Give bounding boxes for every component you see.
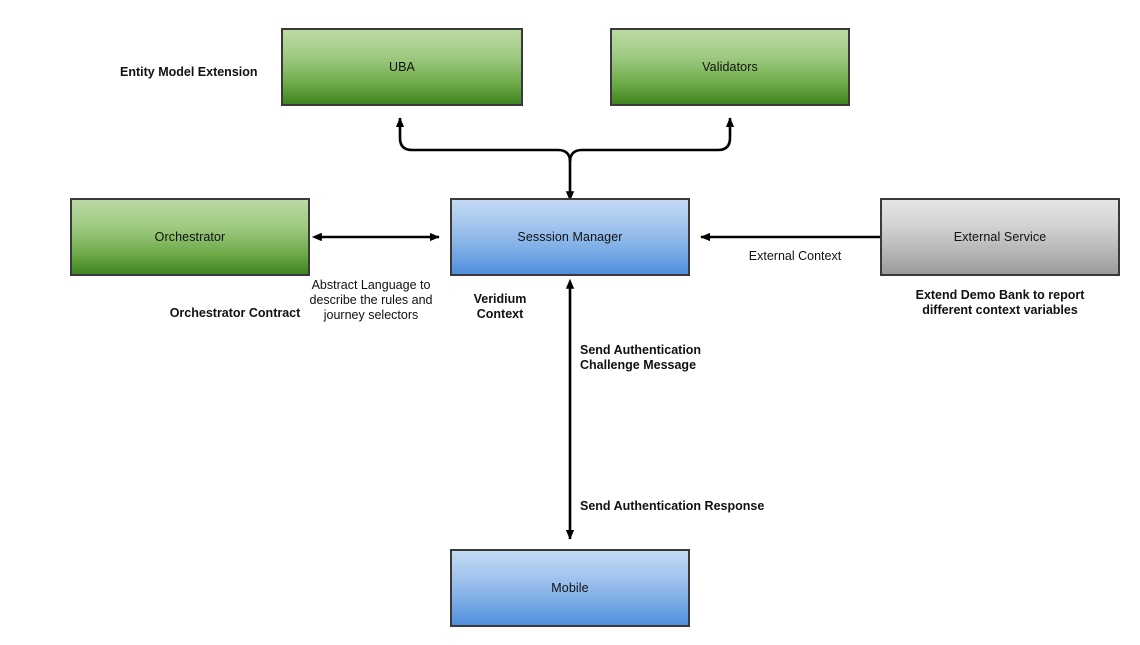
- node-session-manager[interactable]: Sesssion Manager: [450, 198, 690, 276]
- node-uba-label: UBA: [388, 60, 415, 74]
- node-orchestrator[interactable]: Orchestrator: [70, 198, 310, 276]
- annotation-entity-model-extension: Entity Model Extension: [120, 65, 258, 79]
- node-validators[interactable]: Validators: [610, 28, 850, 106]
- node-external-service[interactable]: External Service: [880, 198, 1120, 276]
- annotation-extend-demo-bank: Extend Demo Bank to report different con…: [915, 288, 1085, 317]
- annotation-external-context: External Context: [748, 249, 842, 263]
- node-uba[interactable]: UBA: [281, 28, 523, 106]
- node-mobile-label: Mobile: [551, 581, 589, 595]
- connector-session-manager-to-validators: [568, 117, 735, 163]
- node-session-manager-label: Sesssion Manager: [517, 230, 623, 244]
- node-external-service-label: External Service: [953, 230, 1047, 244]
- connector-session-manager-to-uba: [395, 117, 575, 202]
- node-orchestrator-label: Orchestrator: [154, 230, 226, 244]
- annotation-abstract-language: Abstract Language to describe the rules …: [309, 278, 433, 322]
- node-mobile[interactable]: Mobile: [450, 549, 690, 627]
- annotation-send-auth-response: Send Authentication Response: [580, 499, 765, 513]
- annotation-veridium-context: Veridium Context: [473, 292, 527, 321]
- annotation-send-auth-challenge: Send Authentication Challenge Message: [580, 343, 702, 372]
- node-validators-label: Validators: [702, 60, 758, 74]
- annotation-orchestrator-contract: Orchestrator Contract: [169, 306, 301, 320]
